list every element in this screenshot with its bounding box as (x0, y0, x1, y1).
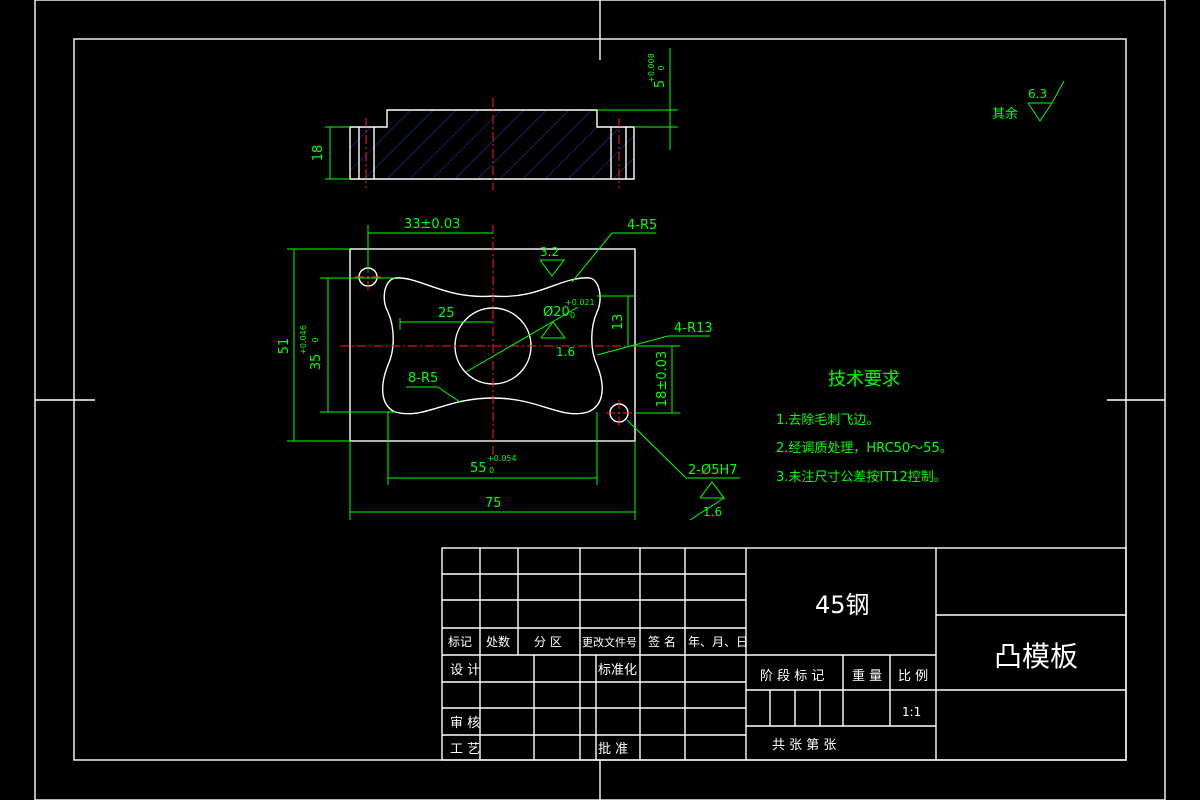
roughness-top: 3.2 (540, 245, 559, 259)
dim-inner-height-tol-lower: 0 (311, 337, 320, 342)
dim-bore-tol-lower: 0 (570, 311, 575, 320)
dim-bore: Ø20 (543, 305, 570, 320)
dim-inner-width-tol-lower: 0 (489, 466, 494, 475)
label-approve: 批 准 (598, 742, 628, 757)
dim-step-tol-lower: 0 (657, 65, 666, 70)
dim-lower-offset: 18±0.03 (655, 351, 670, 407)
label-review: 审 核 (450, 716, 480, 731)
rev-header-date: 年、月、日 (688, 635, 748, 649)
label-standardization: 标准化 (598, 663, 637, 678)
label-weight: 重 量 (852, 668, 882, 684)
dim-pin-holes: 2-Ø5H7 (688, 463, 738, 478)
dim-inner-height-tol-upper: +0.046 (299, 325, 308, 355)
tech-item-2: 2.经调质处理，HRC50～55。 (776, 441, 953, 456)
other-roughness-value: 6.3 (1028, 87, 1047, 101)
rev-header-zone: 分 区 (534, 635, 562, 649)
revision-headers: 标记 处数 分 区 更改文件号 签 名 年、月、日 (448, 634, 748, 649)
plan-view: 33±0.03 4-R5 3.2 51 35 +0.046 0 25 Ø20 +… (277, 217, 740, 521)
other-roughness-label: 其余 (992, 106, 1018, 122)
dim-inner-width: 55 (470, 461, 487, 476)
material: 45钢 (815, 591, 870, 619)
dim-half-13: 13 (611, 314, 626, 331)
label-stage-mark: 阶 段 标 记 (760, 669, 824, 684)
rev-header-count: 处数 (486, 634, 510, 649)
tech-requirements: 技术要求 1.去除毛刺飞边。 2.经调质处理，HRC50～55。 3.未注尺寸公… (776, 369, 953, 485)
dim-bore-tol-upper: +0.021 (565, 298, 595, 307)
section-hatch (350, 127, 634, 179)
dim-step-5: 5 (653, 80, 668, 88)
dim-center-25: 25 (438, 306, 455, 321)
label-scale: 比 例 (898, 669, 928, 684)
rev-header-mark: 标记 (448, 635, 472, 649)
part-name: 凸模板 (994, 640, 1078, 673)
title-block (441, 547, 1127, 761)
label-design: 设 计 (450, 663, 480, 678)
dim-r5-8: 8-R5 (408, 371, 438, 386)
tech-title: 技术要求 (828, 369, 900, 390)
dim-height-51: 51 (277, 338, 292, 355)
dim-r13: 4-R13 (674, 321, 713, 336)
rev-header-docno: 更改文件号 (582, 635, 637, 649)
label-process: 工 艺 (450, 742, 480, 757)
dim-inner-height: 35 (309, 354, 324, 371)
rev-header-sign: 签 名 (648, 634, 676, 649)
dim-corner-r5: 4-R5 (627, 218, 657, 233)
label-sheets: 共 张 第 张 (772, 738, 836, 753)
tech-item-1: 1.去除毛刺飞边。 (776, 413, 879, 428)
roughness-pin: 1.6 (703, 505, 722, 519)
dim-hole-offset: 33±0.03 (404, 217, 460, 232)
roughness-bore: 1.6 (556, 345, 575, 359)
other-roughness: 其余 6.3 (992, 80, 1065, 122)
dim-inner-width-tol-upper: +0.054 (487, 454, 517, 463)
side-view: 18 5 +0.008 0 (311, 48, 678, 190)
dim-step-tol-upper: +0.008 (647, 53, 656, 83)
section-outline (349, 109, 635, 180)
punch-cavity (382, 277, 603, 415)
center-marks (35, 0, 1165, 800)
tech-item-3: 3.未注尺寸公差按IT12控制。 (776, 470, 947, 485)
dim-height-18: 18 (311, 145, 326, 162)
scale-value: 1:1 (902, 705, 921, 719)
dim-width-75: 75 (485, 496, 502, 511)
